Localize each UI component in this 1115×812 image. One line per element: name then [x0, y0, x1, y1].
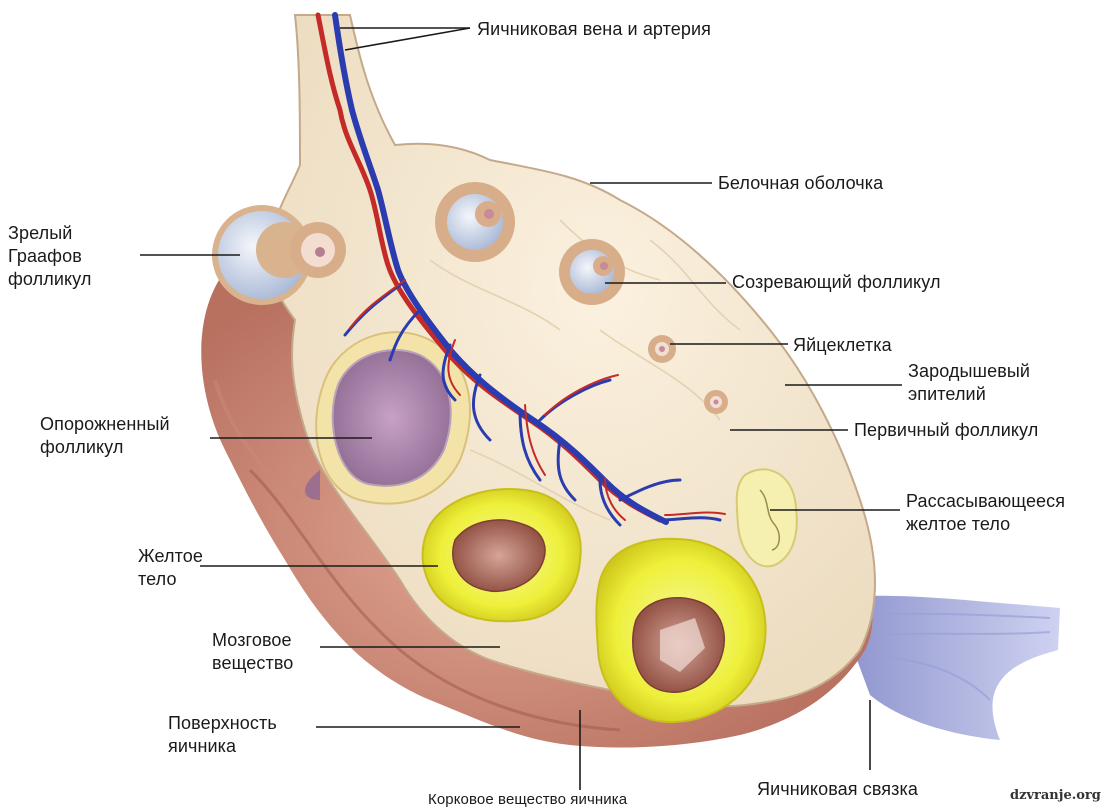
label-cortex: Корковое вещество яичника	[428, 791, 627, 809]
label-tunica-albuginea: Белочная оболочка	[718, 172, 883, 195]
label-medulla: Мозговое вещество	[212, 629, 293, 675]
label-corpus-luteum: Желтое тело	[138, 545, 203, 591]
label-primary-follicle: Первичный фолликул	[854, 419, 1038, 442]
label-maturing-follicle: Созревающий фолликул	[732, 271, 941, 294]
corpus-luteum-2	[596, 539, 765, 722]
label-germinal-epithelium: Зародышевый эпителий	[908, 360, 1030, 406]
label-ovary-surface: Поверхность яичника	[168, 712, 277, 758]
label-regressing-corpus-luteum: Рассасывающееся желтое тело	[906, 490, 1065, 536]
follicle-2	[435, 182, 515, 262]
label-vessels: Яичниковая вена и артерия	[477, 18, 711, 41]
oocyte	[648, 335, 676, 363]
watermark: dzvranje.org	[1010, 788, 1101, 803]
maturing-follicle	[559, 239, 625, 305]
label-mature-follicle: Зрелый Граафов фолликул	[8, 222, 91, 291]
regressing-corpus-luteum	[737, 469, 797, 566]
label-ovarian-ligament: Яичниковая связка	[757, 778, 918, 801]
corpus-luteum-1	[423, 489, 581, 621]
primary-follicle	[704, 390, 728, 414]
label-oocyte: Яйцеклетка	[793, 334, 892, 357]
label-empty-follicle: Опорожненный фолликул	[40, 413, 170, 459]
follicle-1	[290, 222, 346, 278]
